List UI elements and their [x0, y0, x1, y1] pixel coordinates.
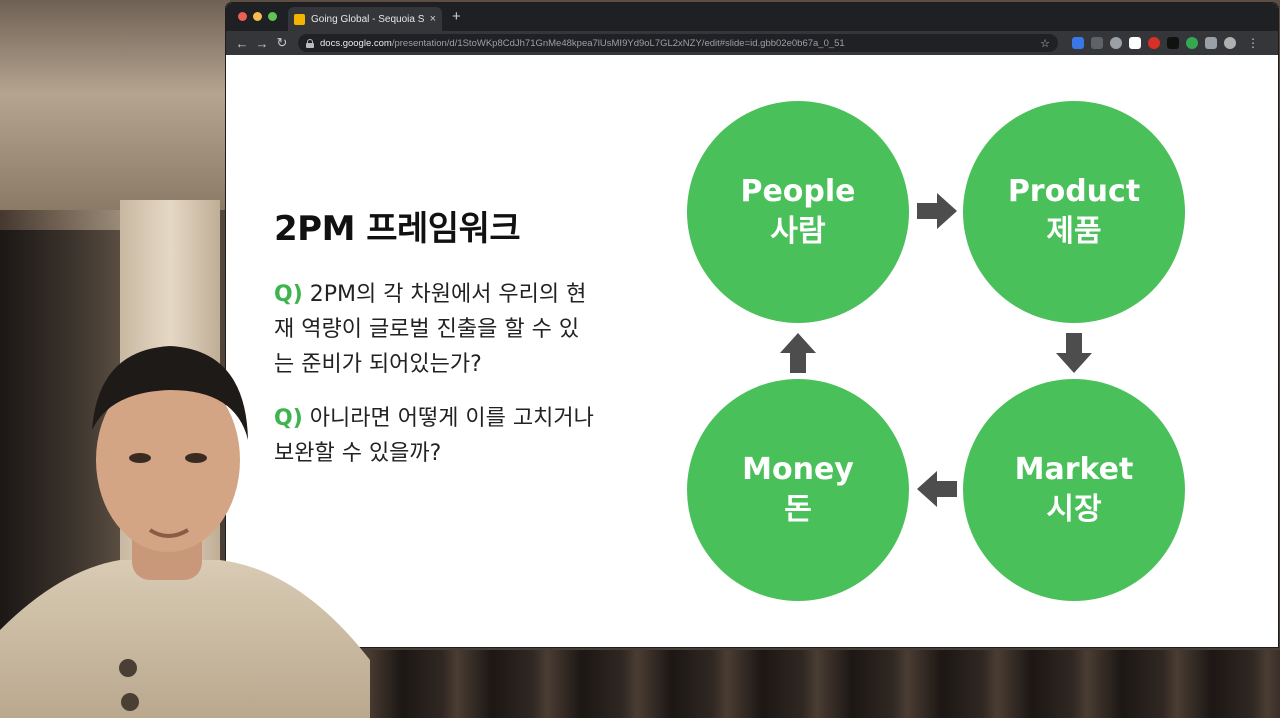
product-circle: Product 제품: [963, 101, 1185, 323]
close-window-button[interactable]: [238, 12, 247, 21]
background-floor: [222, 650, 1280, 718]
url-path: /presentation/d/1StoWKp8CdJh71GnMe48kpea…: [391, 37, 845, 49]
url-host: docs.google.com: [320, 37, 392, 49]
question-2: Q) 아니라면 어떻게 이를 고치거나 보완할 수 있을까?: [274, 401, 594, 471]
question-1: Q) 2PM의 각 차원에서 우리의 현재 역량이 글로벌 진출을 할 수 있는…: [274, 277, 594, 382]
tab-bar: Going Global - Sequoia Surge × +: [226, 3, 1278, 31]
maximize-window-button[interactable]: [268, 12, 277, 21]
profile-avatar-icon[interactable]: [1224, 37, 1236, 49]
question-1-mark: Q): [274, 282, 303, 307]
people-circle: People 사람: [687, 101, 909, 323]
lock-icon: [306, 38, 314, 48]
extension-dark-icon[interactable]: [1167, 37, 1179, 49]
market-label-ko: 시장: [1046, 492, 1102, 527]
minimize-window-button[interactable]: [253, 12, 262, 21]
market-circle: Market 시장: [963, 379, 1185, 601]
presenter-webcam-image: [0, 346, 370, 718]
extension-green-icon[interactable]: [1186, 37, 1198, 49]
tab-close-icon[interactable]: ×: [429, 13, 436, 25]
question-2-mark: Q): [274, 406, 303, 431]
extension-red-icon[interactable]: [1148, 37, 1160, 49]
arrow-up-icon: [780, 333, 816, 373]
slides-favicon-icon: [294, 13, 305, 25]
question-1-text: 2PM의 각 차원에서 우리의 현재 역량이 글로벌 진출을 할 수 있는 준비…: [274, 282, 587, 377]
money-label: Money: [742, 452, 854, 487]
arrow-left-icon: [917, 471, 957, 507]
extension-gray-icon[interactable]: [1091, 37, 1103, 49]
question-2-text: 아니라면 어떻게 이를 고치거나 보완할 수 있을까?: [274, 406, 594, 466]
background-ceiling: [0, 0, 230, 210]
product-label: Product: [1007, 174, 1141, 209]
tab-going-global[interactable]: Going Global - Sequoia Surge ×: [288, 7, 442, 31]
extension-zoom-icon[interactable]: [1072, 37, 1084, 49]
money-label-ko: 돈: [784, 492, 812, 527]
address-bar[interactable]: docs.google.com /presentation/d/1StoWKp8…: [298, 34, 1058, 52]
product-label-ko: 제품: [1046, 214, 1102, 249]
extensions-puzzle-icon[interactable]: [1205, 37, 1217, 49]
arrow-down-icon: [1056, 333, 1092, 373]
extension-circle-icon[interactable]: [1110, 37, 1122, 49]
browser-window: Going Global - Sequoia Surge × + ← → ↻ d…: [226, 3, 1278, 647]
extension-notion-icon[interactable]: [1129, 37, 1141, 49]
people-label-ko: 사람: [770, 214, 826, 249]
arrow-right-icon: [917, 193, 957, 229]
presentation-slide: 2PM 프레임워크 Q) 2PM의 각 차원에서 우리의 현재 역량이 글로벌 …: [226, 55, 1278, 647]
people-label: People: [740, 174, 856, 209]
forward-button[interactable]: →: [255, 35, 269, 51]
bookmark-star-icon[interactable]: ☆: [1040, 37, 1050, 50]
browser-menu-icon[interactable]: ⋮: [1247, 36, 1259, 50]
browser-toolbar: ← → ↻ docs.google.com /presentation/d/1S…: [226, 31, 1278, 56]
extensions-row: ⋮: [1072, 36, 1259, 50]
new-tab-button[interactable]: +: [452, 8, 461, 25]
reload-button[interactable]: ↻: [276, 35, 288, 50]
slide-title: 2PM 프레임워크: [274, 209, 521, 249]
tab-title: Going Global - Sequoia Surge: [311, 13, 424, 25]
money-circle: Money 돈: [687, 379, 909, 601]
market-label: Market: [1014, 452, 1134, 487]
back-button[interactable]: ←: [235, 35, 249, 51]
